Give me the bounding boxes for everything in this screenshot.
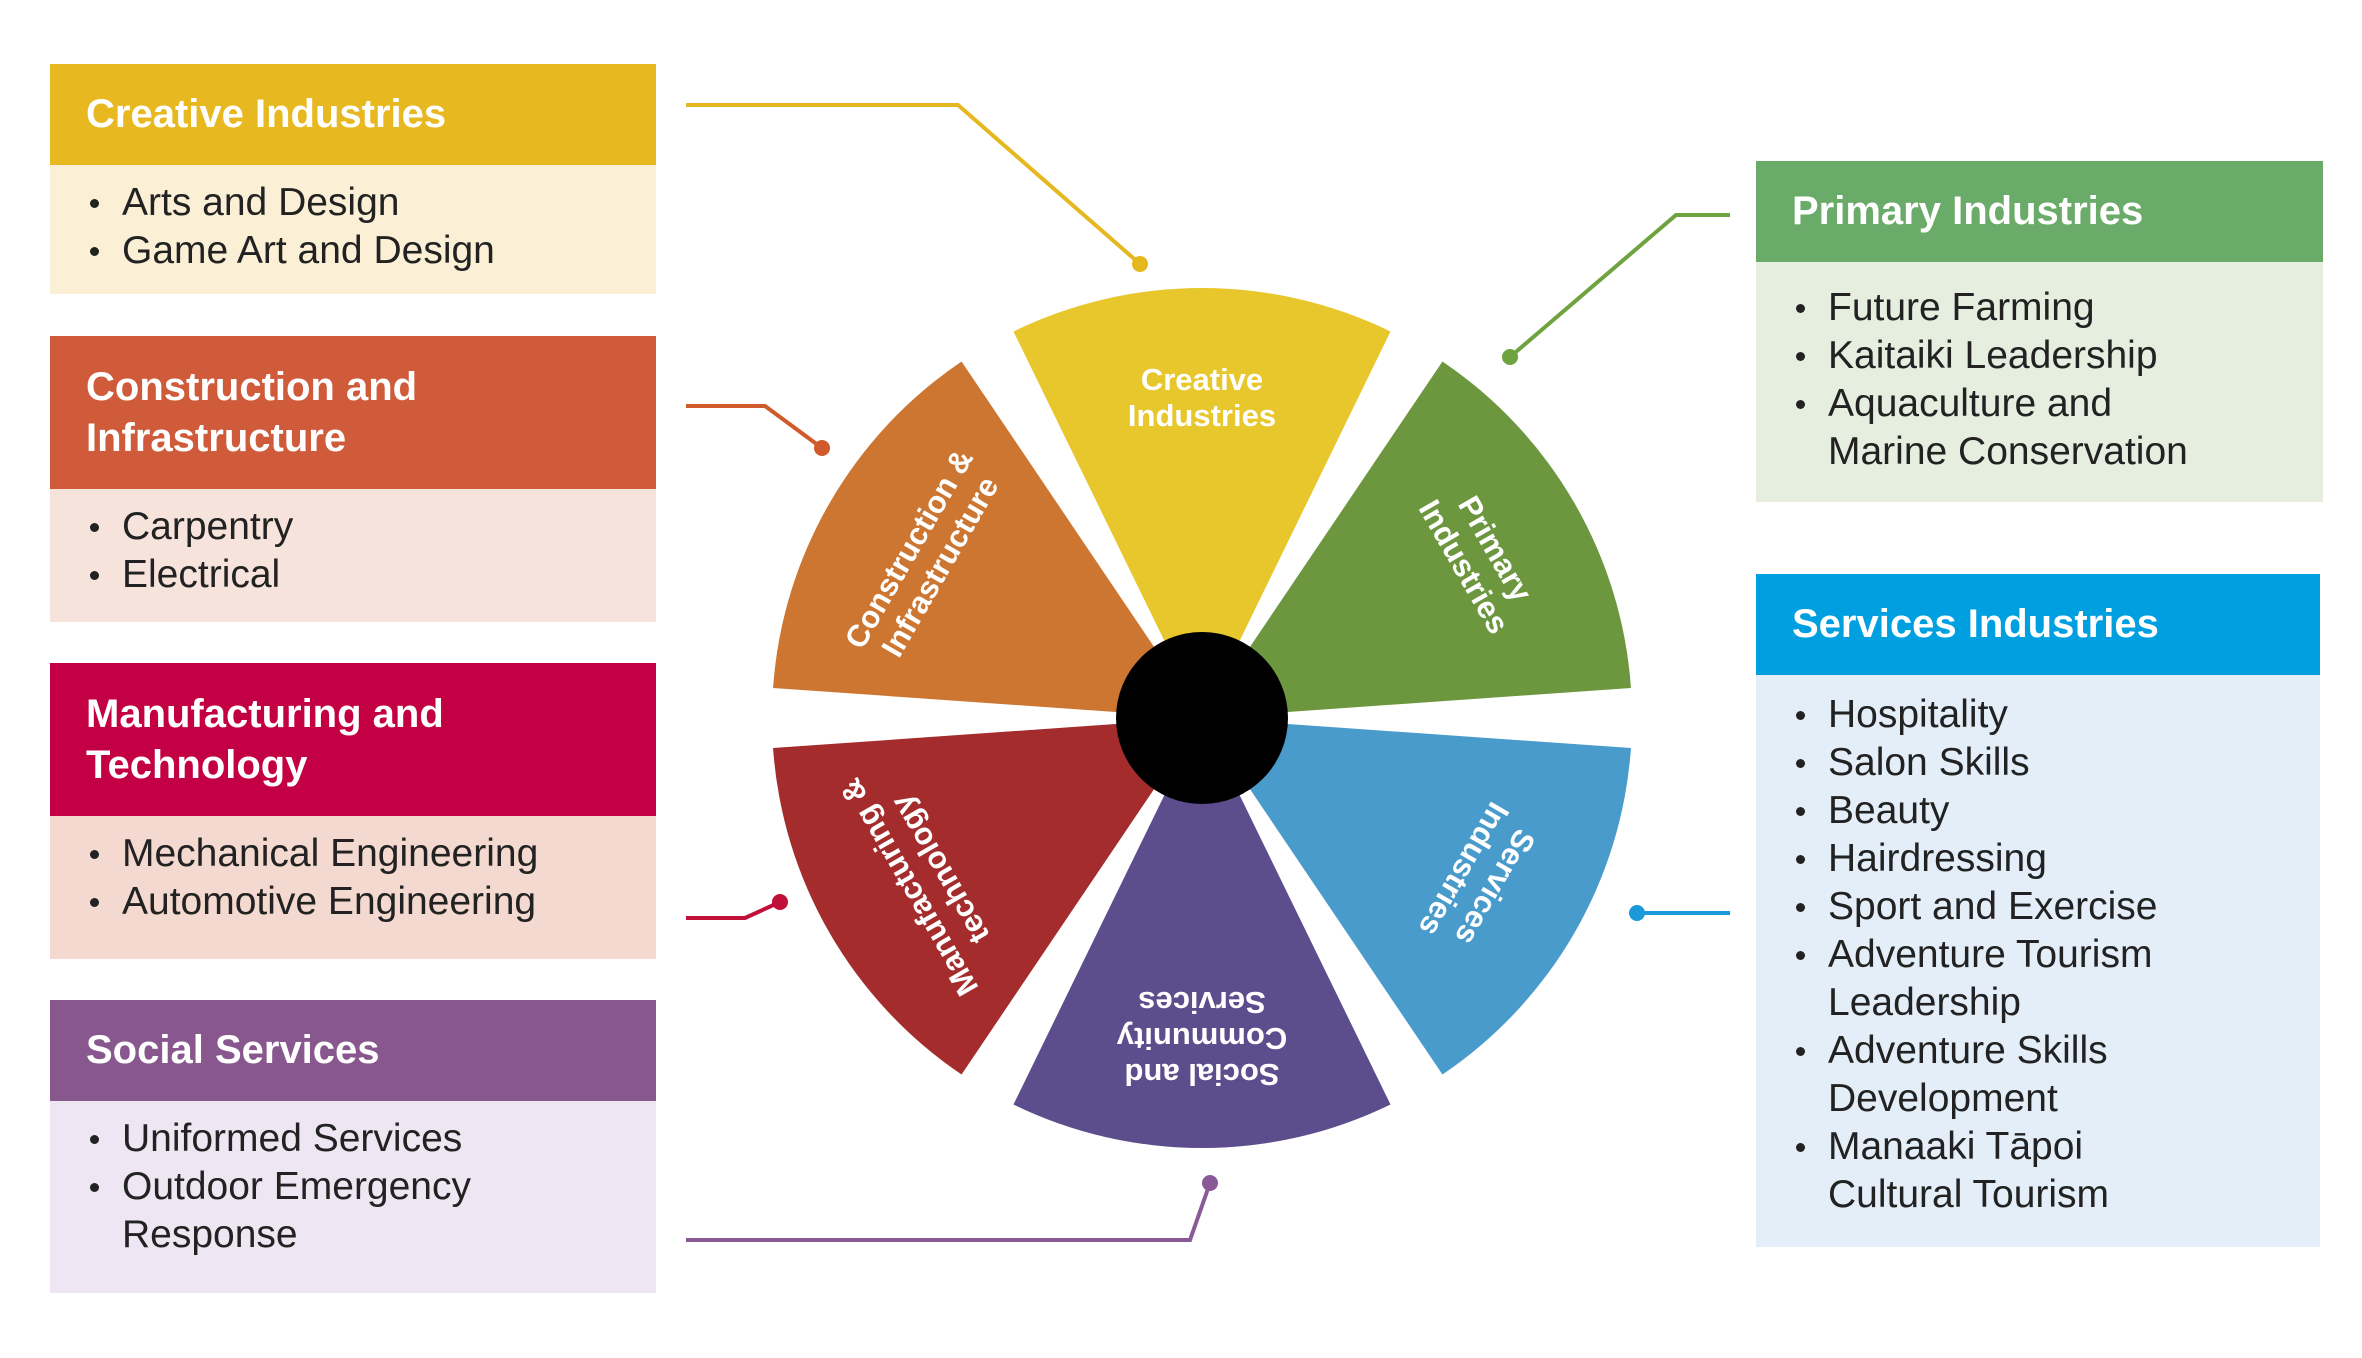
list-item: Manaaki Tāpoi bbox=[1792, 1123, 2284, 1171]
creative-industries-panel: Creative Industries Arts and Design Game… bbox=[50, 64, 656, 294]
social-services-panel: Social Services Uniformed Services Outdo… bbox=[50, 1000, 656, 1293]
list-item: Outdoor Emergency bbox=[86, 1163, 620, 1211]
list-item: Salon Skills bbox=[1792, 739, 2284, 787]
manufacturing-list: Mechanical Engineering Automotive Engine… bbox=[50, 816, 656, 959]
creative-industries-header: Creative Industries bbox=[50, 64, 656, 165]
list-item-continuation: Leadership bbox=[1828, 981, 2021, 1024]
wheel-center-hub bbox=[1116, 632, 1288, 804]
construction-panel: Construction and Infrastructure Carpentr… bbox=[50, 336, 656, 622]
connector-dot-manufacturing bbox=[772, 894, 788, 910]
sector-label-social: Social andCommunityServices bbox=[1116, 985, 1287, 1092]
connector-lines bbox=[686, 103, 1730, 1242]
primary-industries-list: Future Farming Kaitaiki Leadership Aquac… bbox=[1756, 262, 2323, 502]
wheel-sector-creative bbox=[1013, 287, 1391, 718]
list-item: Electrical bbox=[86, 551, 620, 599]
list-item: Hospitality bbox=[1792, 691, 2284, 739]
connector-line-construction bbox=[686, 404, 824, 450]
list-item: Future Farming bbox=[1792, 284, 2287, 332]
manufacturing-panel: Manufacturing and Technology Mechanical … bbox=[50, 663, 656, 959]
wheel-sector-manufacturing bbox=[773, 718, 1202, 1075]
list-item: Kaitaiki Leadership bbox=[1792, 332, 2287, 380]
wheel-sectors bbox=[773, 287, 1631, 1148]
list-item-continuation: Cultural Tourism bbox=[1828, 1173, 2110, 1216]
list-item-continuation: Development bbox=[1828, 1077, 2058, 1120]
list-item: Mechanical Engineering bbox=[86, 830, 620, 878]
list-item: Adventure Skills bbox=[1792, 1027, 2284, 1075]
wheel-sector-primary bbox=[1202, 361, 1631, 718]
connector-dot-social bbox=[1202, 1175, 1218, 1191]
creative-industries-list: Arts and Design Game Art and Design bbox=[50, 165, 656, 294]
connector-dot-creative bbox=[1132, 256, 1148, 272]
connector-line-primary bbox=[1508, 213, 1730, 359]
connector-line-manufacturing bbox=[686, 900, 781, 920]
list-item: Beauty bbox=[1792, 787, 2284, 835]
services-industries-header: Services Industries bbox=[1756, 574, 2320, 675]
connector-line-social bbox=[686, 1182, 1212, 1242]
manufacturing-title-line: Technology bbox=[86, 742, 308, 787]
creative-industries-title: Creative Industries bbox=[86, 92, 447, 136]
list-item-continuation: Marine Conservation bbox=[1828, 430, 2188, 473]
list-item: Automotive Engineering bbox=[86, 878, 620, 926]
wheel-sector-services bbox=[1202, 718, 1631, 1075]
connector-dot-services bbox=[1629, 905, 1645, 921]
primary-industries-title: Primary Industries bbox=[1792, 189, 2144, 233]
manufacturing-title-line: Manufacturing and bbox=[86, 691, 444, 736]
social-services-list: Uniformed Services Outdoor Emergency Res… bbox=[50, 1101, 656, 1293]
connector-dot-primary bbox=[1502, 349, 1518, 365]
manufacturing-header: Manufacturing and Technology bbox=[50, 663, 656, 816]
social-services-header: Social Services bbox=[50, 1000, 656, 1101]
connector-line-creative bbox=[686, 103, 1142, 266]
construction-title-line: Construction and bbox=[86, 364, 418, 409]
list-item: Game Art and Design bbox=[86, 227, 620, 275]
services-industries-title: Services Industries bbox=[1792, 602, 2159, 646]
primary-industries-panel: Primary Industries Future Farming Kaitai… bbox=[1756, 161, 2323, 502]
services-industries-list: Hospitality Salon Skills Beauty Hairdres… bbox=[1756, 675, 2320, 1247]
construction-header: Construction and Infrastructure bbox=[50, 336, 656, 489]
list-item: Adventure Tourism bbox=[1792, 931, 2284, 979]
list-item: Uniformed Services bbox=[86, 1115, 620, 1163]
construction-list: Carpentry Electrical bbox=[50, 489, 656, 622]
list-item-continuation: Response bbox=[122, 1213, 298, 1256]
wheel-sector-construction bbox=[773, 361, 1202, 718]
list-item: Sport and Exercise bbox=[1792, 883, 2284, 931]
list-item: Aquaculture and bbox=[1792, 380, 2287, 428]
list-item: Carpentry bbox=[86, 503, 620, 551]
construction-title-line: Infrastructure bbox=[86, 415, 347, 460]
list-item: Hairdressing bbox=[1792, 835, 2284, 883]
services-industries-panel: Services Industries Hospitality Salon Sk… bbox=[1756, 574, 2320, 1247]
wheel-sector-social bbox=[1013, 718, 1391, 1148]
social-services-title: Social Services bbox=[86, 1028, 380, 1072]
connector-dot-construction bbox=[814, 440, 830, 456]
list-item: Arts and Design bbox=[86, 179, 620, 227]
primary-industries-header: Primary Industries bbox=[1756, 161, 2323, 262]
